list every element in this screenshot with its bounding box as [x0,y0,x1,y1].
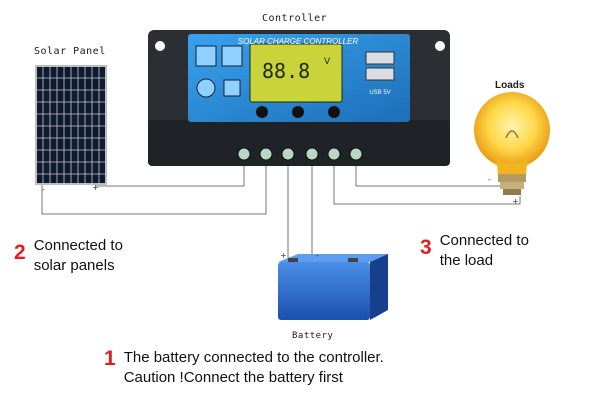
controller-banner: SOLAR CHARGE CONTROLLER [238,37,359,46]
controller-label: Controller [262,13,328,24]
step-3-number: 3 [420,236,432,259]
usb-badge: USB 5V [369,90,390,96]
terminal-solar-positive[interactable] [237,147,251,161]
settings-gear-icon [221,45,243,67]
lock-icon [223,79,241,97]
menu-button[interactable] [256,106,268,118]
battery-label: Battery [292,331,334,341]
set-button[interactable] [328,106,340,118]
step-1-line-1: The battery connected to the controller. [123,349,384,366]
lcd-readout: 88.8 [262,59,310,83]
usb-port-icon [365,51,395,65]
solar-panel-label: Solar Panel [34,46,106,57]
terminal-block [237,147,363,161]
terminal-load-negative[interactable] [349,147,363,161]
wire-solar-negative [41,160,267,215]
battery-positive-sign: + [280,251,287,260]
solar-negative-sign: - [42,185,45,194]
light-bulb-icon [474,92,550,195]
solar-positive-sign: + [92,183,99,192]
step-2-number: 2 [14,241,26,264]
step-1: 1 The battery connected to the controlle… [104,348,384,388]
lcd-screen [249,43,343,103]
wire-solar-positive [96,160,245,187]
clock-icon [196,78,216,98]
step-3-line-2: the load [439,252,494,269]
terminal-battery-positive[interactable] [281,147,295,161]
loads-label: Loads [495,80,525,91]
mount-hole-right [435,41,445,51]
solar-panel-tile-icon [195,45,217,67]
terminal-solar-negative[interactable] [259,147,273,161]
step-3: 3 Connected to the load [420,231,529,271]
wires [41,160,521,262]
wire-load-negative [333,160,521,205]
step-2: 2 Connected to solar panels [14,236,123,276]
load-negative-sign: - [488,175,491,184]
step-1-number: 1 [104,347,116,370]
solar-panel-icon [35,65,107,185]
battery-icon [278,254,388,320]
ok-button[interactable] [292,106,304,118]
wire-load-positive [355,160,502,187]
step-2-line-2: solar panels [33,257,115,274]
charge-controller [148,30,450,166]
load-positive-sign: + [512,197,519,206]
usb-port-icon [365,67,395,81]
step-3-line-1: Connected to [439,232,529,249]
terminal-battery-negative[interactable] [305,147,319,161]
step-1-line-2: Caution !Connect the battery first [123,369,343,386]
lcd-unit: V [324,57,331,67]
step-2-line-1: Connected to [33,237,123,254]
terminal-load-positive[interactable] [327,147,341,161]
mount-hole-left [155,41,165,51]
battery-negative-sign: - [316,251,319,260]
